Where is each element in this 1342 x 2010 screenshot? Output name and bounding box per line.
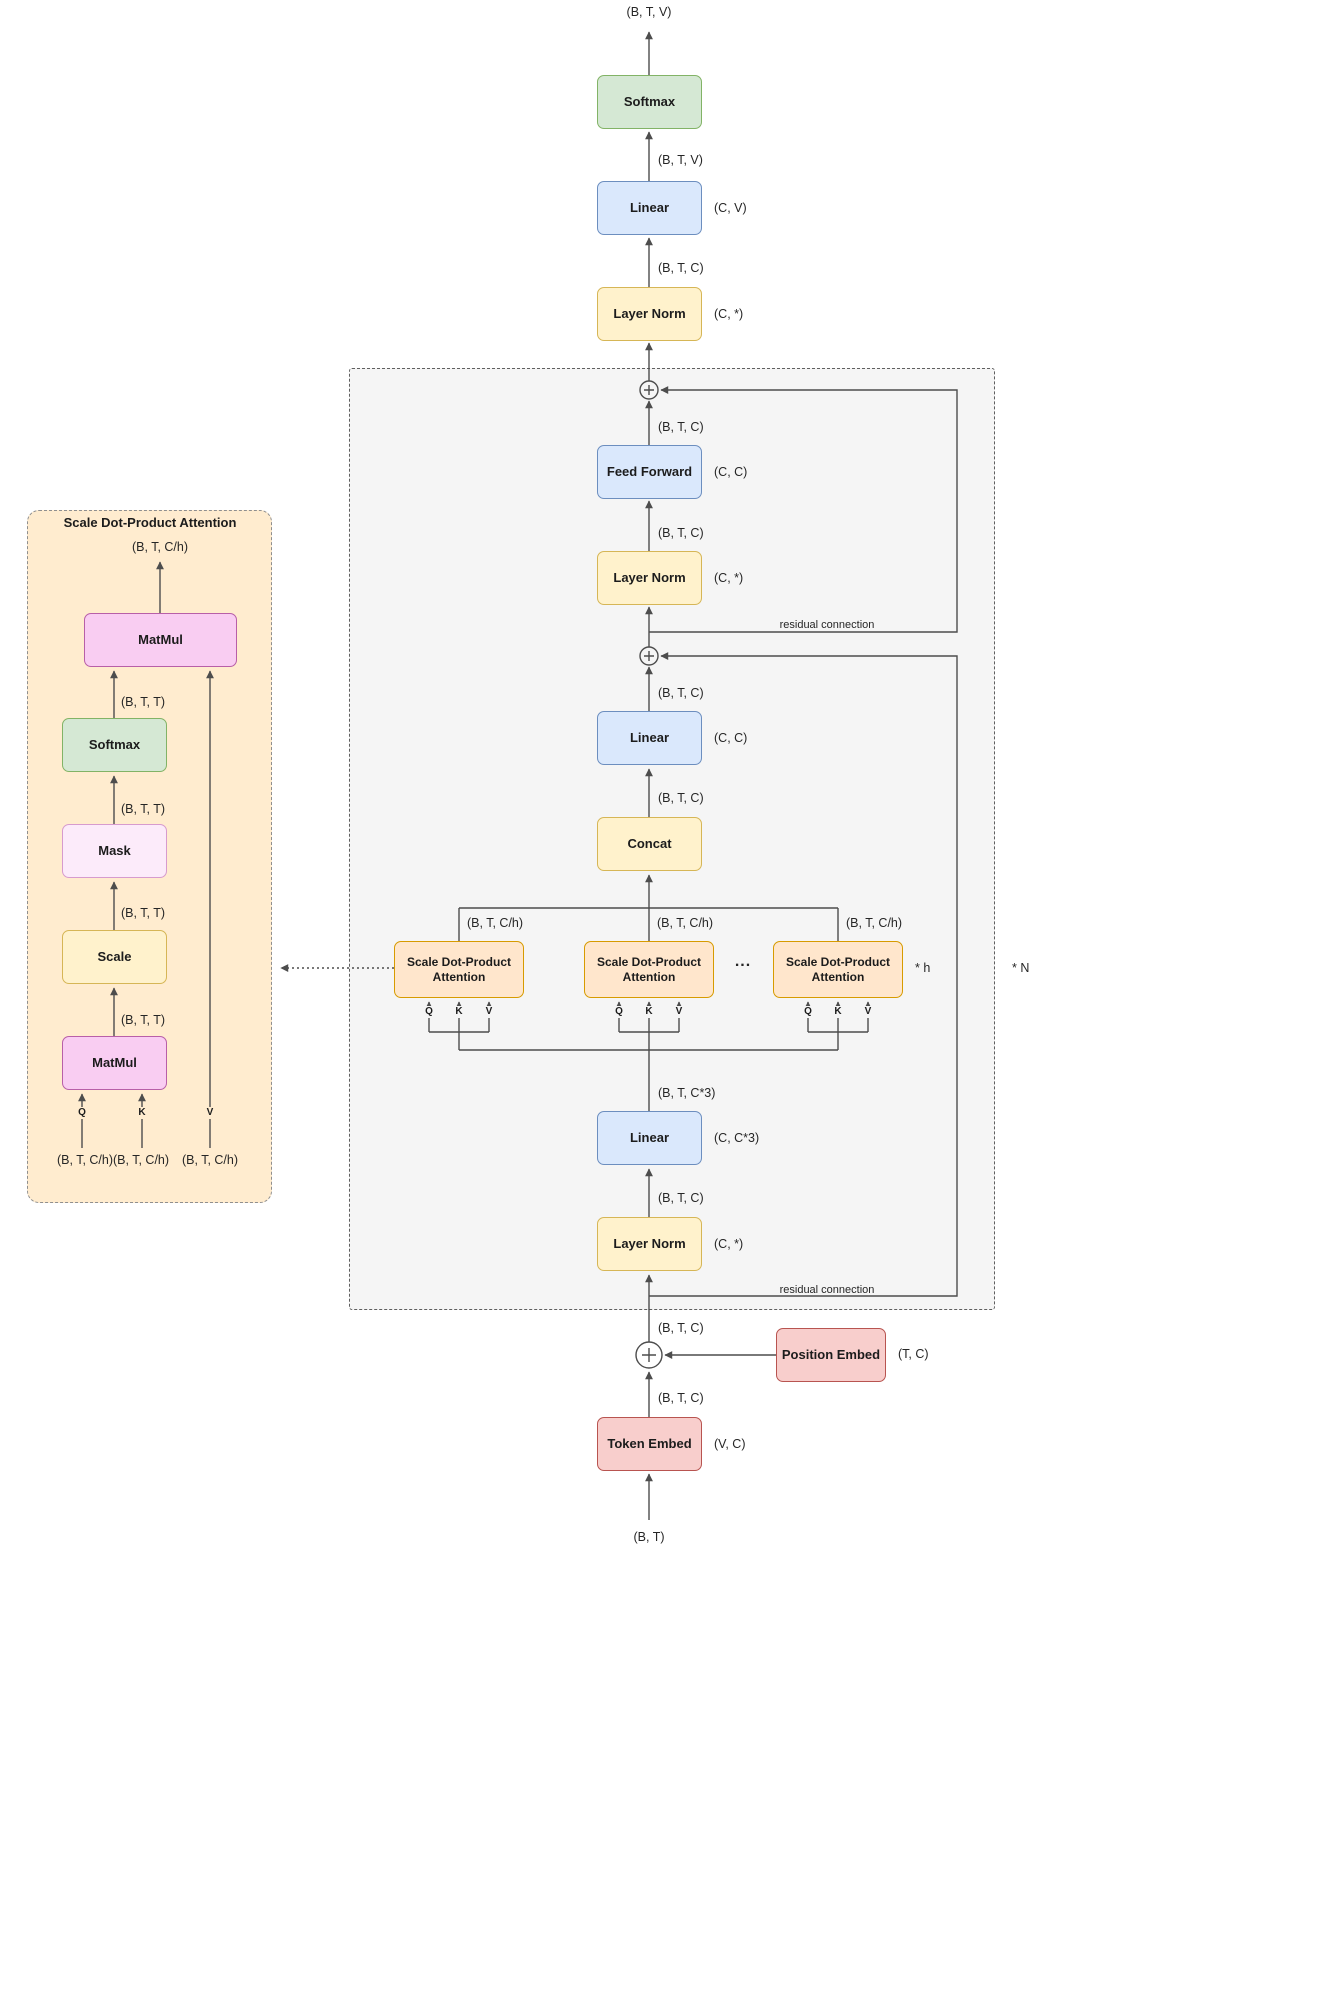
dim-label: (B, T, C*3) xyxy=(658,1086,716,1100)
weight-dim-linear-output: (C, V) xyxy=(714,201,747,215)
q-label-head3: Q xyxy=(802,1006,814,1018)
panel-v-input-dim: (B, T, C/h) xyxy=(181,1153,239,1167)
panel-qk-input-dims: (B, T, C/h)(B, T, C/h) xyxy=(56,1153,170,1167)
node-feed-forward: Feed Forward xyxy=(597,445,702,499)
q-label-head1: Q xyxy=(423,1006,435,1018)
node-matmul-v: MatMul xyxy=(62,1036,167,1090)
k-label-head1: K xyxy=(453,1006,465,1018)
node-linear-qkv: Linear xyxy=(597,1111,702,1165)
k-label-head3: K xyxy=(832,1006,844,1018)
panel-v-label: V xyxy=(204,1107,216,1119)
v-label-head3: V xyxy=(862,1006,874,1018)
panel-q-label: Q xyxy=(76,1107,88,1119)
v-label-head1: V xyxy=(483,1006,495,1018)
weight-dim-layernorm-output: (C, *) xyxy=(714,307,744,321)
node-layernorm-output: Layer Norm xyxy=(597,287,702,341)
node-attn-head-3: Scale Dot-Product Attention xyxy=(773,941,903,998)
weight-dim-layernorm-ff: (C, *) xyxy=(714,571,744,585)
add-node-mid xyxy=(639,646,659,666)
dim-input: (B, T) xyxy=(633,1530,665,1544)
node-attn-head-2: Scale Dot-Product Attention xyxy=(584,941,714,998)
heads-multiplier: * h xyxy=(915,961,931,975)
node-layernorm-ff: Layer Norm xyxy=(597,551,702,605)
dim-label: (B, T, C) xyxy=(658,686,704,700)
dim-label: (B, T, C) xyxy=(658,526,704,540)
node-linear-proj: Linear xyxy=(597,711,702,765)
dim-label: (B, T, C) xyxy=(658,791,704,805)
node-softmax-attn: Softmax xyxy=(62,718,167,772)
panel-k-label: K xyxy=(136,1107,148,1119)
weight-dim-linear-qkv: (C, C*3) xyxy=(714,1131,760,1145)
node-linear-output: Linear xyxy=(597,181,702,235)
node-softmax-output: Softmax xyxy=(597,75,702,129)
dim-head3-out: (B, T, C/h) xyxy=(846,916,903,930)
node-attn-head-1: Scale Dot-Product Attention xyxy=(394,941,524,998)
dim-head2-out: (B, T, C/h) xyxy=(657,916,714,930)
dim-label: (B, T, C) xyxy=(658,420,704,434)
q-label-head2: Q xyxy=(613,1006,625,1018)
add-node-upper xyxy=(639,380,659,400)
dim-label: (B, T, C) xyxy=(658,1321,704,1335)
node-position-embed: Position Embed xyxy=(776,1328,886,1382)
dim-label: (B, T, C) xyxy=(658,1191,704,1205)
weight-dim-position-embed: (T, C) xyxy=(898,1347,929,1361)
node-concat: Concat xyxy=(597,817,702,871)
node-layernorm-input: Layer Norm xyxy=(597,1217,702,1271)
layers-multiplier: * N xyxy=(1012,961,1030,975)
panel-title: Scale Dot-Product Attention xyxy=(63,515,237,530)
node-mask: Mask xyxy=(62,824,167,878)
residual-label-upper: residual connection xyxy=(779,619,875,631)
k-label-head2: K xyxy=(643,1006,655,1018)
heads-ellipsis: ... xyxy=(734,953,752,970)
v-label-head2: V xyxy=(673,1006,685,1018)
weight-dim-layernorm-input: (C, *) xyxy=(714,1237,744,1251)
panel-output-dim: (B, T, C/h) xyxy=(131,540,189,554)
dim-final-output: (B, T, V) xyxy=(626,5,672,19)
panel-dim-label: (B, T, T) xyxy=(121,802,165,816)
panel-dim-label: (B, T, T) xyxy=(121,1013,165,1027)
dim-label: (B, T, C) xyxy=(658,261,704,275)
weight-dim-feed-forward: (C, C) xyxy=(714,465,748,479)
residual-label-lower: residual connection xyxy=(779,1284,875,1296)
dim-label: (B, T, C) xyxy=(658,1391,704,1405)
weight-dim-linear-proj: (C, C) xyxy=(714,731,748,745)
dim-label: (B, T, V) xyxy=(658,153,703,167)
weight-dim-token-embed: (V, C) xyxy=(714,1437,746,1451)
panel-dim-label: (B, T, T) xyxy=(121,906,165,920)
node-scale: Scale xyxy=(62,930,167,984)
connectors xyxy=(78,31,958,1520)
node-matmul-qk: MatMul xyxy=(84,613,237,667)
add-node-input xyxy=(635,1341,663,1369)
node-token-embed: Token Embed xyxy=(597,1417,702,1471)
panel-dim-label: (B, T, T) xyxy=(121,695,165,709)
dim-head1-out: (B, T, C/h) xyxy=(467,916,524,930)
